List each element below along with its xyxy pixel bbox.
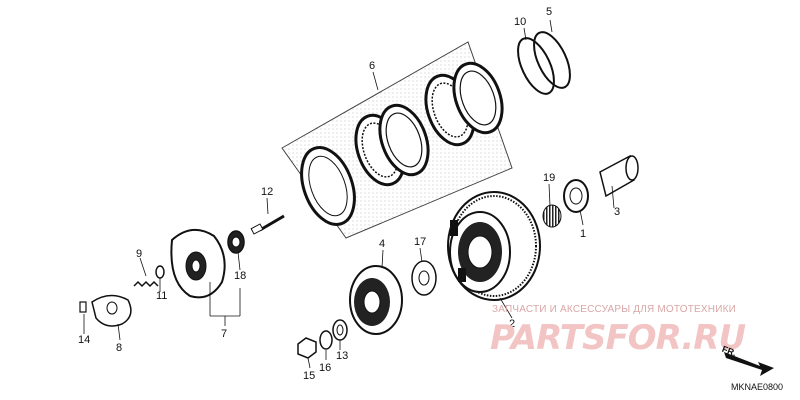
- callout-12: 12: [261, 186, 274, 198]
- callout-14: 14: [78, 334, 91, 346]
- lifter-spring-and-plate: [79, 265, 165, 327]
- callout-15: 15: [303, 370, 316, 382]
- lock-nut-washers: [297, 319, 348, 359]
- thrust-washer: [411, 260, 437, 296]
- callout-8: 8: [116, 342, 123, 354]
- watermark-tagline: ЗАПЧАСТИ И АКСЕССУАРЫ ДЛЯ МОТОТЕХНИКИ: [492, 304, 737, 315]
- callout-19: 19: [543, 172, 556, 184]
- callout-18: 18: [234, 270, 247, 282]
- clutch-center: [349, 265, 403, 335]
- diagram-code: MKNAE0800: [731, 382, 784, 392]
- leader-lines: [83, 19, 615, 369]
- callout-5: 5: [546, 6, 553, 18]
- callout-2: 2: [509, 318, 516, 330]
- clutch-outer: [447, 191, 541, 301]
- callout-16: 16: [319, 362, 332, 374]
- callout-1: 1: [580, 228, 587, 240]
- outer-hub-and-bearing: [542, 154, 639, 228]
- callout-10: 10: [514, 16, 527, 28]
- callout-4: 4: [379, 238, 386, 250]
- callout-3: 3: [614, 206, 621, 218]
- callout-13: 13: [336, 350, 349, 362]
- callout-7: 7: [221, 328, 228, 340]
- front-direction-arrow: [724, 352, 774, 376]
- callout-11: 11: [156, 290, 168, 302]
- callout-9: 9: [136, 248, 143, 260]
- callout-17: 17: [414, 236, 427, 248]
- callout-6: 6: [369, 60, 376, 72]
- clutch-plate-set: [300, 61, 504, 226]
- wire-rings: [517, 31, 571, 95]
- watermark-brand: PARTSFOR.RU: [490, 318, 746, 358]
- pressure-plate-assembly: [170, 214, 285, 299]
